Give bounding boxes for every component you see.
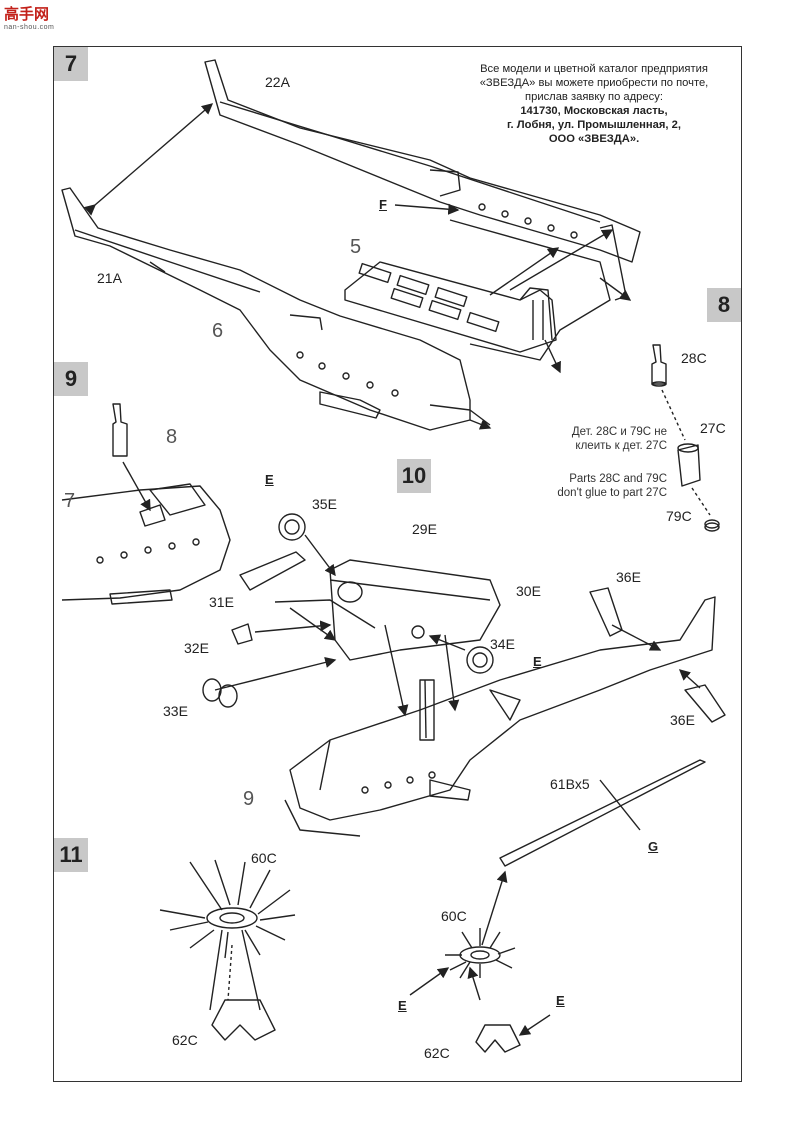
note-line-5: г. Лобня, ул. Промышленная, 2, [507, 119, 681, 131]
label-35E: 35E [312, 496, 337, 512]
instruction-page-frame [53, 46, 742, 1082]
part-61B-drawing [499, 759, 706, 867]
label-28C: 28C [681, 350, 707, 366]
part-27C-drawing [677, 443, 701, 487]
label-7: 7 [64, 490, 76, 512]
part-28C-drawing [651, 344, 667, 387]
label-36E-bottom: 36E [670, 712, 695, 728]
label-60C-left: 60C [251, 850, 277, 866]
step-number-9: 9 [54, 362, 88, 396]
glue-label-E-35E: E [265, 472, 274, 487]
part-31E-drawing [239, 551, 306, 591]
label-5: 5 [350, 236, 362, 258]
part-32E-drawing [231, 623, 253, 645]
label-6: 6 [212, 320, 224, 342]
part-21A-drawing [61, 187, 491, 431]
part-36E-top-drawing [589, 587, 623, 637]
step-number-7: 7 [54, 47, 88, 81]
part-33E-drawing [202, 678, 238, 708]
label-27C: 27C [700, 420, 726, 436]
step8-note-ru: Дет. 28C и 79C не клеить к дет. 27C [545, 425, 667, 453]
label-8: 8 [166, 426, 178, 448]
note-line-3: прислав заявку по адресу: [525, 91, 663, 103]
site-logo-url: nan-shou.com [4, 24, 55, 31]
note-line-1: Все модели и цветной каталог предприятия [480, 63, 708, 75]
glue-label-E-62C: E [556, 993, 565, 1008]
step8-note-ru-line1: Дет. 28C и 79C не [571, 426, 667, 438]
step8-note-en-line1: Parts 28C and 79C [569, 473, 667, 485]
note-line-2: «ЗВЕЗДА» вы можете приобрести по почте, [479, 77, 709, 89]
label-9: 9 [243, 788, 255, 810]
label-21A: 21A [97, 270, 122, 286]
part-35E-drawing [278, 513, 306, 541]
label-30E: 30E [516, 583, 541, 599]
label-79C: 79C [666, 508, 692, 524]
label-60C-right: 60C [441, 908, 467, 924]
part-79C-drawing [704, 519, 720, 532]
label-34E: 34E [490, 636, 515, 652]
label-62C-left: 62C [172, 1032, 198, 1048]
label-22A: 22A [265, 74, 290, 90]
engine-assembly-drawing [274, 559, 501, 661]
note-line-6: ООО «ЗВЕЗДА». [548, 133, 640, 145]
glue-label-F: F [379, 197, 387, 212]
label-31E: 31E [209, 594, 234, 610]
rotor-head-left-drawing [159, 859, 296, 1041]
fuselage-step9-drawing [61, 483, 231, 605]
glue-label-E-34E: E [533, 654, 542, 669]
part-34E-drawing [466, 646, 494, 674]
step-number-11: 11 [54, 838, 88, 872]
site-logo-text: 高手网 [4, 6, 50, 23]
part-5-drawing [344, 261, 557, 353]
label-33E: 33E [163, 703, 188, 719]
label-32E: 32E [184, 640, 209, 656]
glue-label-E-60C: E [398, 998, 407, 1013]
label-36E-top: 36E [616, 569, 641, 585]
catalog-order-note: Все модели и цветной каталог предприятия… [450, 62, 738, 146]
step-number-10: 10 [397, 459, 431, 493]
step8-note-en: Parts 28C and 79C don't glue to part 27C [535, 472, 667, 500]
step8-note-ru-line2: клеить к дет. 27C [575, 440, 667, 452]
step8-note-en-line2: don't glue to part 27C [557, 487, 667, 499]
label-29E: 29E [412, 521, 437, 537]
part-8-drawing [112, 403, 128, 457]
fuselage-step10-drawing [284, 596, 716, 837]
rotor-head-right-drawing [445, 928, 521, 1053]
glue-label-G: G [648, 839, 659, 854]
label-62C-right: 62C [424, 1045, 450, 1061]
label-61B: 61Bx5 [550, 776, 590, 792]
site-logo: 高手网 nan-shou.com [4, 3, 54, 31]
step-number-8: 8 [707, 288, 741, 322]
note-line-4: 141730, Московская ласть, [520, 105, 668, 117]
